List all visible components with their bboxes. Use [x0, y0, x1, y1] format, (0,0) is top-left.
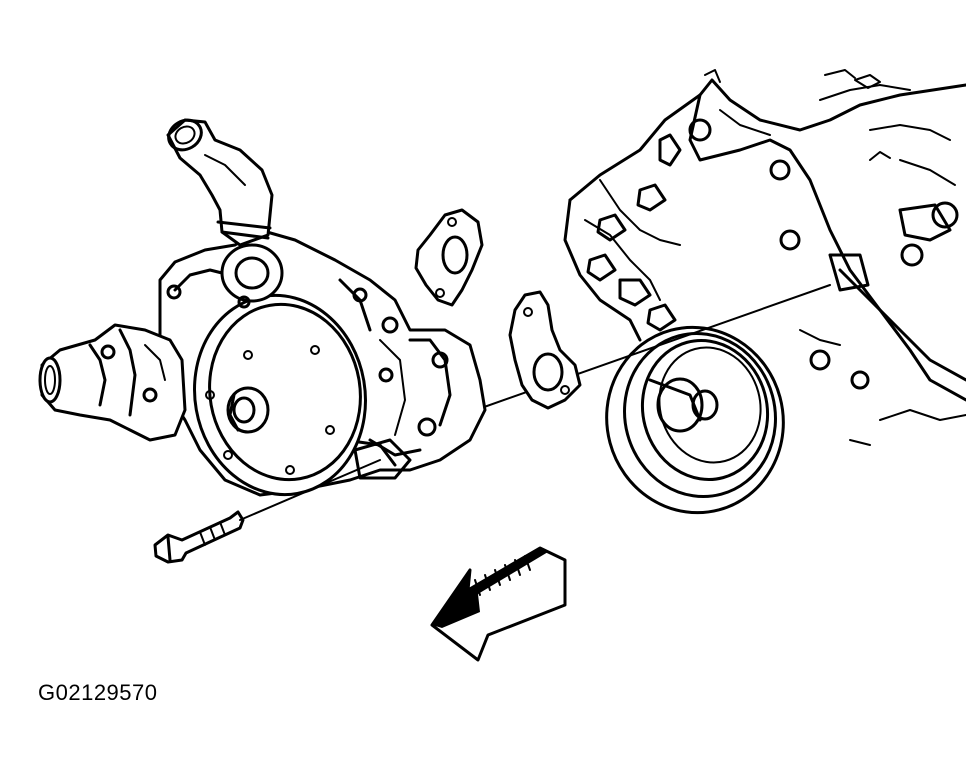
figure-id-label: G02129570 — [38, 680, 158, 705]
gasket-lower — [508, 290, 582, 410]
engine-block — [563, 69, 966, 446]
bolt — [153, 510, 245, 564]
alignment-line-bolt — [239, 459, 381, 521]
crankshaft-pulley — [605, 325, 785, 515]
direction-arrow — [430, 546, 567, 662]
outlet-pipe — [166, 118, 274, 247]
gasket-upper — [414, 208, 484, 307]
inlet-fitting — [38, 323, 187, 442]
water-pump — [158, 228, 487, 497]
